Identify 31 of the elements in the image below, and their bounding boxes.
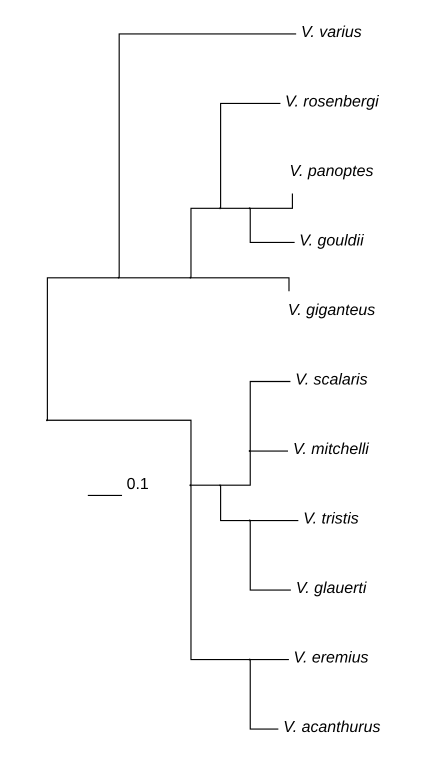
node-point xyxy=(188,484,191,486)
connector xyxy=(118,277,190,278)
node-text: V. panoptes xyxy=(289,163,373,180)
node-point xyxy=(218,484,221,486)
connector xyxy=(250,194,292,209)
node-point xyxy=(117,276,120,279)
node-text: V. glauerti xyxy=(295,580,366,598)
node-text: V. scalaris xyxy=(294,372,368,389)
label: 0.1 xyxy=(126,476,148,493)
node-text: V. acanthurus xyxy=(282,719,380,736)
node-point xyxy=(218,207,221,210)
connector xyxy=(250,450,288,452)
node-text: V. giganteus xyxy=(287,302,375,320)
node-text: V. rosenbergi xyxy=(284,94,378,110)
node-text: V. gouldii xyxy=(298,232,364,250)
node-point xyxy=(188,276,191,279)
node-point xyxy=(46,419,48,422)
node-text: V. tristis xyxy=(302,510,358,528)
connector xyxy=(220,208,249,209)
connector xyxy=(190,484,219,486)
connector xyxy=(250,520,298,522)
connector xyxy=(250,659,288,660)
connector xyxy=(190,208,219,278)
node-text: V. eremius xyxy=(293,650,368,667)
node-text: V. mitchelli xyxy=(292,441,368,458)
node-point xyxy=(248,520,250,522)
node-text: V. varius xyxy=(300,24,362,41)
node-point xyxy=(248,658,250,661)
connector xyxy=(46,277,118,420)
node-point xyxy=(248,450,250,452)
node-point xyxy=(248,207,250,210)
